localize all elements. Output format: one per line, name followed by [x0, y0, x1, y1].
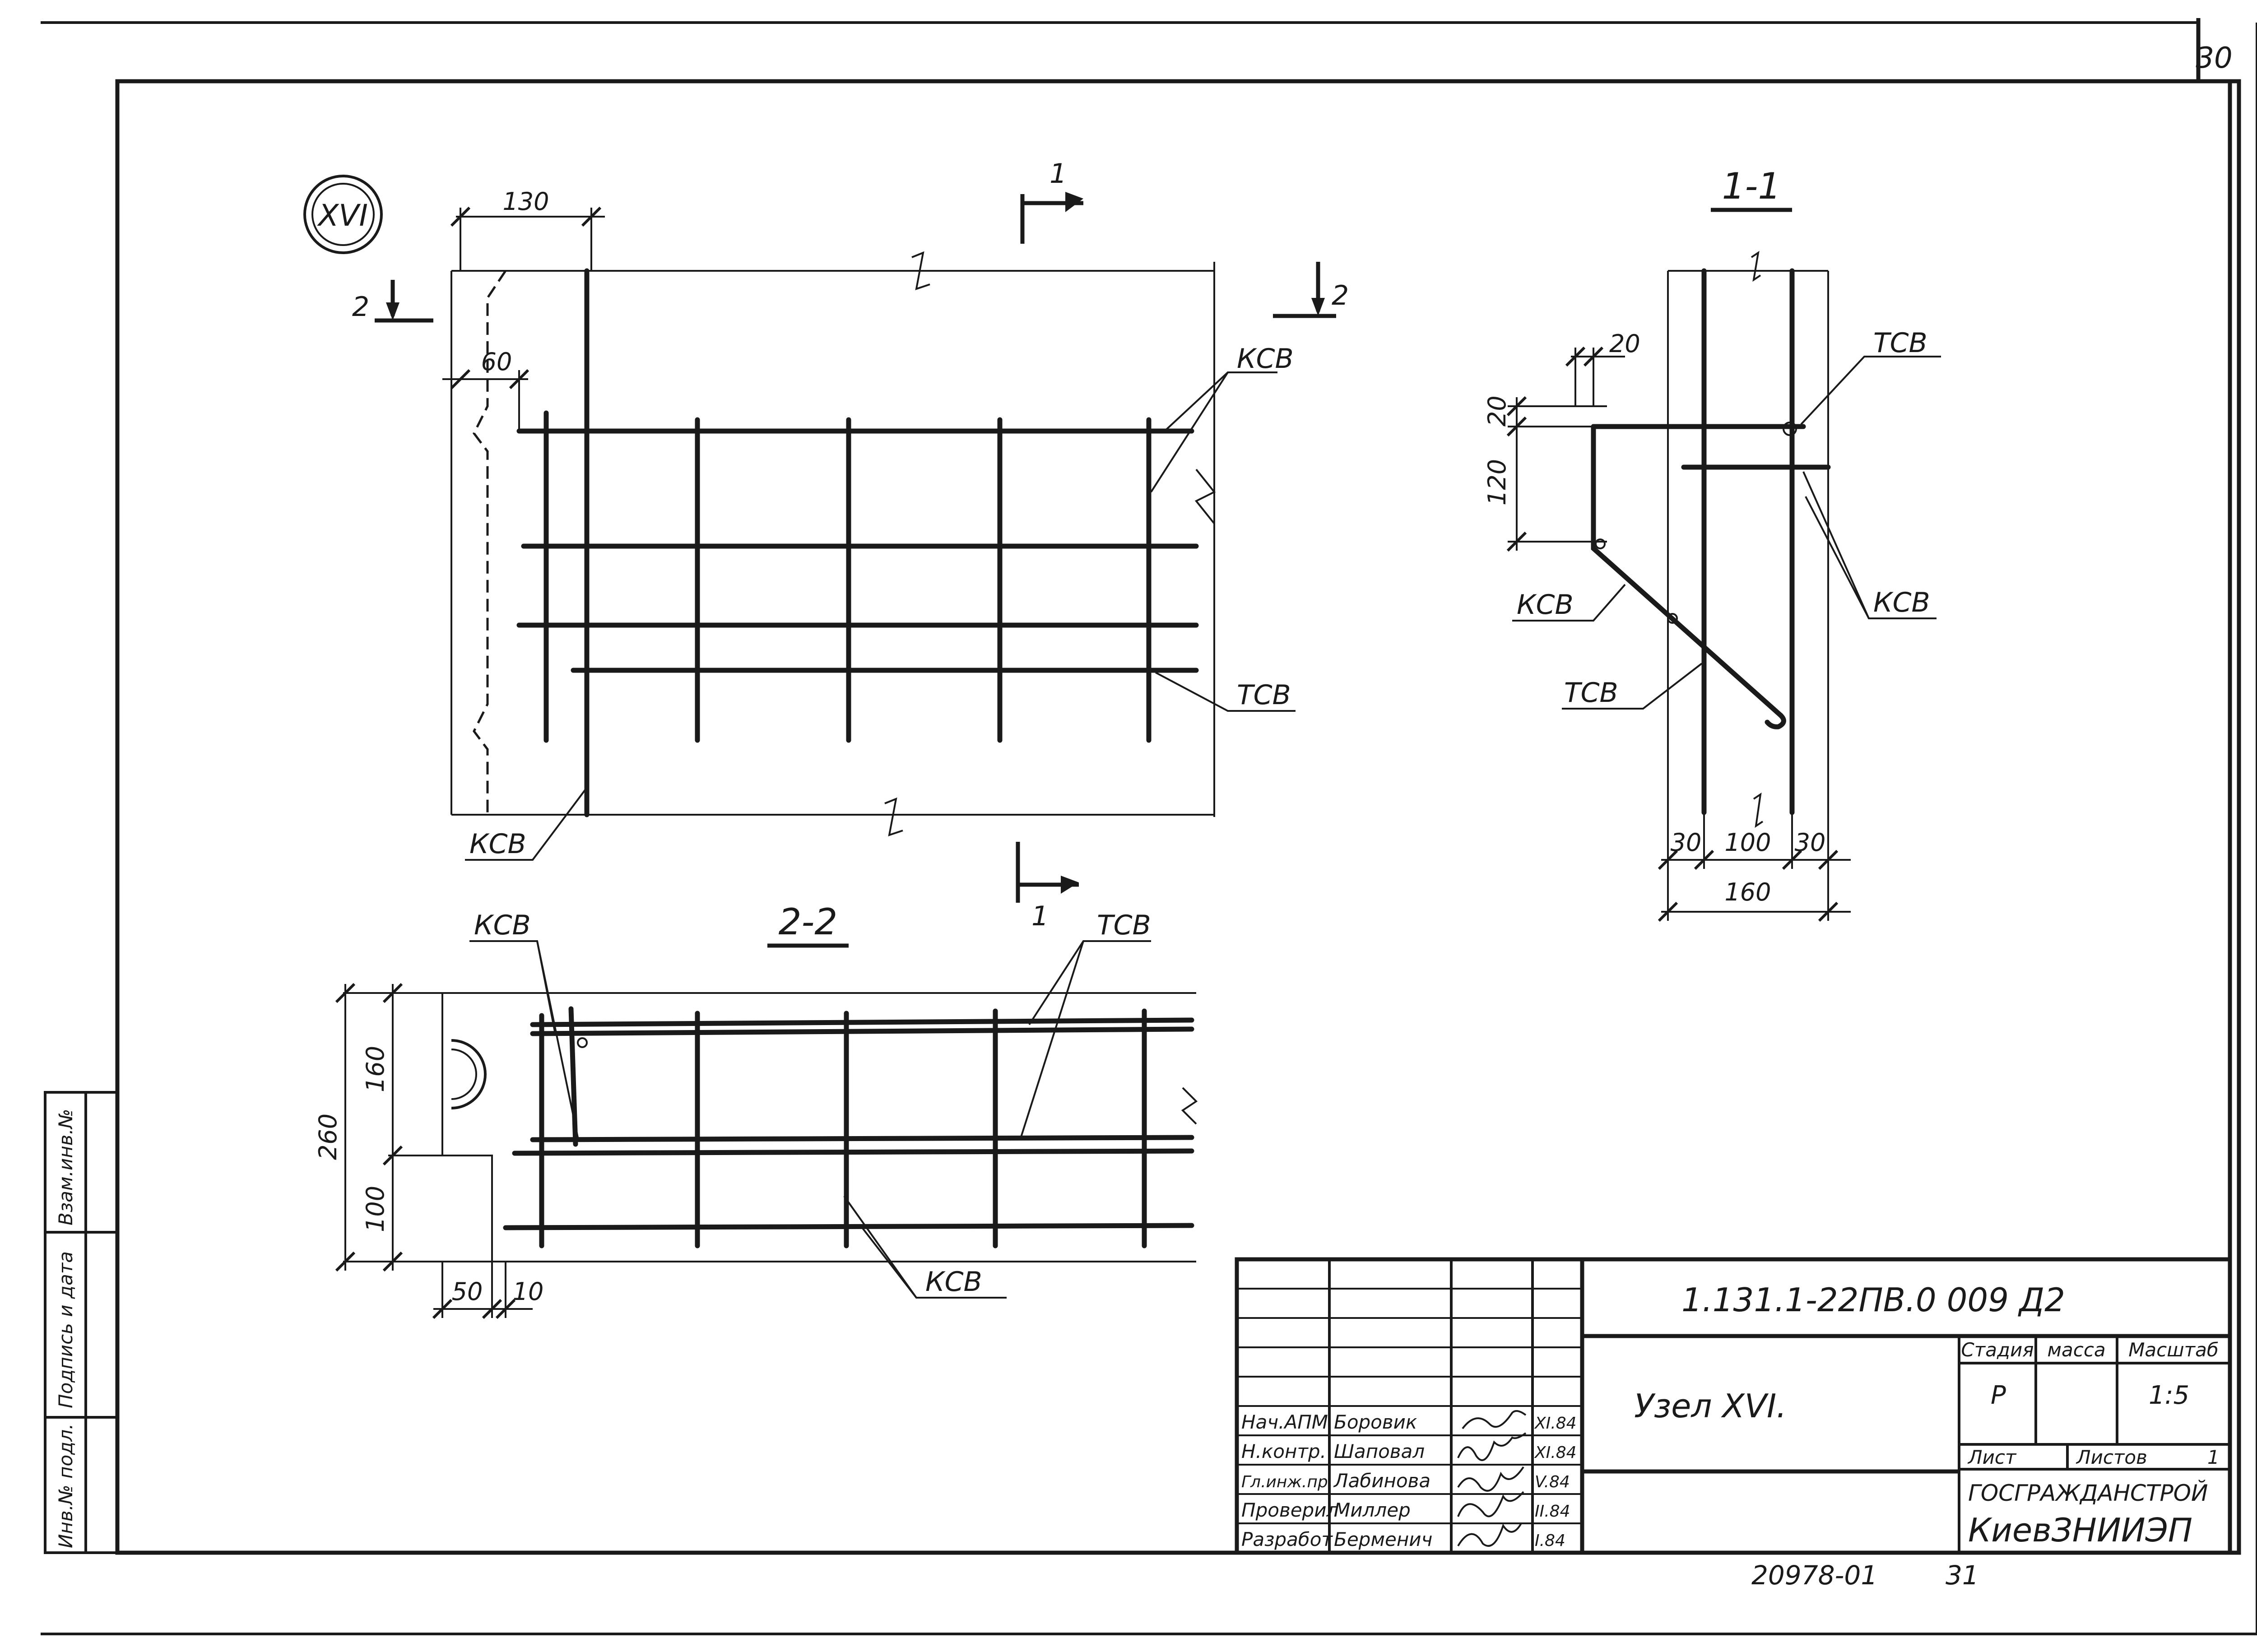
tb-org-line1: ГОСГРАЖДАНСТРОЙ	[1968, 1480, 2208, 1506]
node-mark: XVI	[303, 175, 383, 254]
cut-2-right: 2	[1332, 280, 1349, 311]
cut-1-top: 1	[1050, 158, 1067, 190]
section-1-1: 1-1 20 120 20	[1483, 165, 1941, 922]
s11-dim-20-top: 20	[1609, 329, 1640, 358]
tb-title: Узел XVI.	[1634, 1387, 1787, 1425]
footer-page: 31	[1946, 1560, 1979, 1591]
signer-name: Боровик	[1334, 1411, 1417, 1433]
signer-date: I.84	[1535, 1531, 1565, 1550]
s22-label-tsv: ТСВ	[1097, 910, 1151, 941]
signer-role: Н.контр.	[1241, 1440, 1326, 1462]
section-1-1-title: 1-1	[1722, 165, 1781, 207]
s11-dim-120: 120	[1483, 459, 1511, 506]
signer-name: Берменич	[1334, 1528, 1432, 1550]
title-block: 1.131.1-22ПВ.0 009 Д2 Узел XVI. Стадия м…	[1235, 1257, 2232, 1555]
tb-sheets-value: 1	[2207, 1446, 2220, 1468]
s22-dim-10: 10	[513, 1277, 544, 1306]
plan-label-ksv-top: КСВ	[1237, 343, 1294, 375]
stamp-inv-podl: Инв.№ подл.	[55, 1424, 77, 1548]
tb-sheet-label: Лист	[1967, 1446, 2017, 1468]
signer-role: Нач.АПМ	[1241, 1411, 1328, 1433]
plan-view: 130 60 1 1 2 2 КСВ ТСВ КСВ	[352, 158, 1349, 932]
sheet-frame: 30	[41, 18, 2257, 1635]
s22-dim-160: 160	[361, 1046, 390, 1092]
dim-130: 130	[502, 187, 549, 216]
node-mark-label: XVI	[317, 198, 368, 233]
s22-label-ksv-bottom: КСВ	[925, 1266, 982, 1298]
plan-label-ksv-bottom: КСВ	[469, 828, 526, 860]
signer-role: Гл.инж.пр.	[1241, 1473, 1333, 1491]
signer-date: II.84	[1535, 1502, 1570, 1521]
tb-org-line2: КиевЗНИИЭП	[1968, 1511, 2192, 1549]
tb-scale-value: 1:5	[2149, 1381, 2189, 1410]
signer-role: Разработ	[1241, 1528, 1333, 1550]
signer-name: Шаповал	[1334, 1440, 1425, 1462]
tb-mass-header: масса	[2047, 1339, 2105, 1361]
s11-dim-20-left: 20	[1483, 395, 1511, 427]
s11-dim-30-right: 30	[1795, 828, 1826, 857]
s22-dim-50: 50	[452, 1277, 483, 1306]
stamp-podpis-data: Подпись и дата	[55, 1251, 77, 1408]
s11-label-ksv-left: КСВ	[1517, 589, 1574, 621]
s11-label-tsv-bottom: ТСВ	[1564, 677, 1618, 709]
plan-label-tsv: ТСВ	[1237, 679, 1291, 711]
cut-1-bottom: 1	[1031, 900, 1049, 932]
tb-designation: 1.131.1-22ПВ.0 009 Д2	[1681, 1281, 2065, 1319]
signer-date: XI.84	[1534, 1443, 1577, 1462]
sheet-number: 30	[2196, 42, 2232, 75]
signatures	[1457, 1410, 1527, 1547]
tb-scale-header: Масштаб	[2128, 1339, 2219, 1361]
s11-dim-30-left: 30	[1671, 828, 1702, 857]
s11-dim-100: 100	[1724, 828, 1771, 857]
signer-date: XI.84	[1534, 1414, 1577, 1433]
section-2-2: 2-2 260 160 100	[314, 901, 1198, 1319]
s11-label-tsv-top: ТСВ	[1873, 327, 1927, 359]
s22-label-ksv-top: КСВ	[474, 910, 531, 941]
signer-date: V.84	[1535, 1473, 1570, 1491]
side-stamp: Инв.№ подл. Подпись и дата Взам.инв.№	[44, 1091, 119, 1554]
tb-sheets-label: Листов	[2076, 1446, 2147, 1468]
dim-60: 60	[481, 348, 512, 376]
s22-dim-260: 260	[314, 1114, 342, 1160]
stamp-vzam-inv: Взам.инв.№	[55, 1109, 77, 1225]
section-2-2-title: 2-2	[779, 901, 838, 943]
tb-stage-value: Р	[1991, 1381, 2006, 1410]
cut-2-left: 2	[352, 291, 369, 323]
signer-name: Лабинова	[1333, 1470, 1430, 1492]
s11-dim-160: 160	[1724, 878, 1771, 906]
s11-label-ksv-right: КСВ	[1873, 587, 1930, 618]
signer-name: Миллер	[1334, 1499, 1411, 1521]
tb-stage-header: Стадия	[1961, 1339, 2034, 1361]
signer-role: Проверил	[1241, 1499, 1338, 1521]
footer-archive-number: 20978-01	[1751, 1560, 1877, 1591]
s22-dim-100: 100	[361, 1186, 390, 1232]
